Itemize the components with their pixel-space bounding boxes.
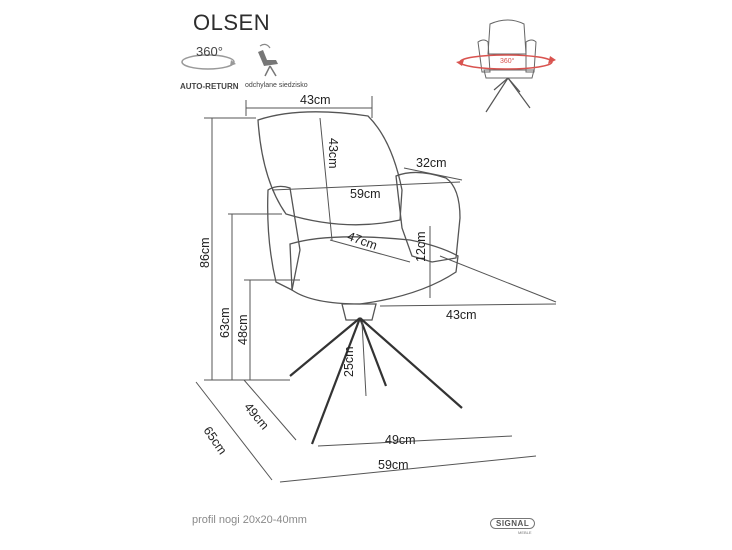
dim-armrest-depth: 32cm (416, 156, 447, 170)
swivel-chair-thumbnail (448, 12, 558, 122)
rotation-label: 360° (196, 44, 223, 59)
dim-total-height: 86cm (198, 237, 212, 268)
leg-profile-note: profil nogi 20x20-40mm (192, 514, 307, 526)
dimension-lines (195, 96, 557, 483)
dim-armrest-height: 12cm (414, 231, 428, 262)
dim-base-width: 49cm (385, 433, 416, 447)
dim-backrest-height: 43cm (326, 138, 340, 169)
dim-overall-width-bottom: 59cm (378, 458, 409, 472)
dim-seat-height: 48cm (236, 314, 250, 345)
product-title: OLSEN (193, 10, 271, 35)
auto-return-label: AUTO-RETURN (180, 82, 239, 91)
rotation-icon (178, 44, 238, 74)
dim-backrest-width: 43cm (300, 93, 331, 107)
tilted-seat-label: odchylane siedzisko (245, 82, 308, 89)
brand-logo: SIGNAL (490, 518, 536, 529)
dim-armrest-floor-height: 63cm (218, 307, 232, 338)
swivel-rotation-label: 360° (500, 58, 515, 65)
brand-logo-subtitle: MEBLE (518, 530, 532, 535)
dim-seat-width: 43cm (446, 308, 477, 322)
dim-leg-height: 25cm (342, 346, 356, 377)
chair-legs (289, 317, 463, 445)
dim-overall-width-top: 59cm (350, 187, 381, 201)
tilted-chair-icon (250, 40, 290, 80)
